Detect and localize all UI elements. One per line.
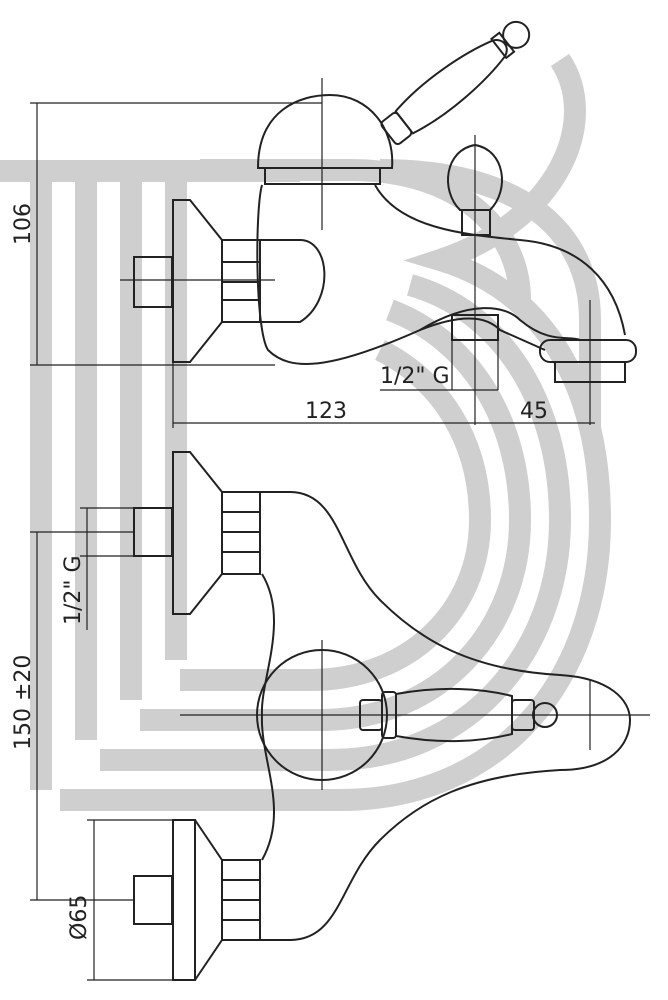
mixer-body-lower <box>256 184 546 365</box>
upper-hex-nut <box>221 491 261 575</box>
dimension-length: 123 45 <box>172 362 595 428</box>
dimension-label-106: 106 <box>11 203 36 245</box>
dimension-label-150: 150 ±20 <box>11 655 36 750</box>
lower-flange <box>172 819 196 981</box>
dimension-height-top: 106 <box>11 102 322 366</box>
front-elevation-view <box>133 451 650 981</box>
hex-nut-top <box>221 239 261 323</box>
lever-dome <box>256 93 394 169</box>
watermark-arc-4 <box>180 340 492 691</box>
dimension-thread-top: 1/2" G <box>380 340 499 391</box>
dimension-label-thread-top: 1/2" G <box>380 364 450 389</box>
watermark-arc-top-1 <box>200 159 531 301</box>
dimension-label-thread-side: 1/2" G <box>61 555 86 625</box>
mixer-body <box>260 239 326 323</box>
dimension-label-45: 45 <box>520 399 548 424</box>
dimension-label-123: 123 <box>305 399 347 424</box>
dimension-center-distance: 150 ±20 <box>11 531 134 901</box>
dimension-diameter: Ø65 <box>67 819 195 981</box>
spout-lower <box>419 307 581 341</box>
spout-upper <box>374 184 626 336</box>
dimension-thread-side: 1/2" G <box>61 507 134 630</box>
lower-hex-nut <box>221 859 261 941</box>
diverter-stem <box>461 209 491 236</box>
lever-handle <box>380 20 531 146</box>
front-body-outline <box>260 491 632 941</box>
watermark-arc-1 <box>60 53 612 811</box>
watermark-arc-3 <box>140 299 532 731</box>
dimension-label-diameter: Ø65 <box>67 895 92 940</box>
watermark-bar-4 <box>165 170 187 660</box>
watermark-bar-1 <box>30 170 52 790</box>
front-lever-handle <box>395 687 513 743</box>
side-elevation-view <box>120 20 637 425</box>
watermark-bar-3 <box>120 170 142 700</box>
watermark-arc-top-2 <box>379 159 601 430</box>
inlet-stub <box>133 256 173 308</box>
watermark-bar-2 <box>75 170 97 740</box>
lower-inlet-stub <box>133 875 173 925</box>
watermark-logo <box>0 53 612 811</box>
